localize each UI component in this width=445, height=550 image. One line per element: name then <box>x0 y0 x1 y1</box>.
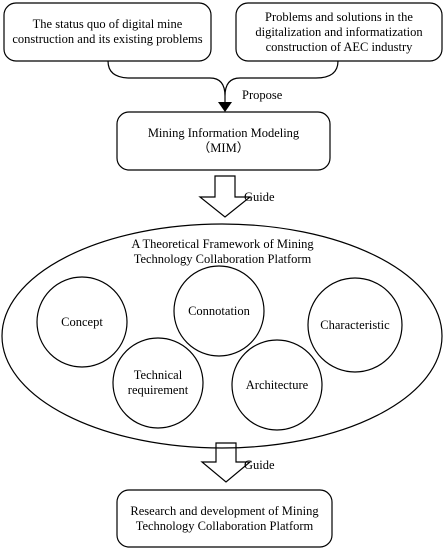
propose-arrowhead <box>218 102 232 112</box>
circle-technical-requirement <box>112 337 204 429</box>
top-left-box-text: The status quo of digital mine construct… <box>12 17 203 46</box>
connotation-label: Connotation <box>188 303 250 318</box>
guide-label-1: Guide <box>244 189 275 204</box>
bottom-box-text: Research and development of Mining Techn… <box>130 503 319 533</box>
concept-label: Concept <box>61 314 103 329</box>
characteristic-label: Characteristic <box>320 317 390 332</box>
guide-arrow-1 <box>198 175 252 218</box>
propose-label: Propose <box>242 87 283 102</box>
merge-connector <box>107 60 339 97</box>
framework-ellipse <box>1 223 443 449</box>
guide-arrow-2 <box>200 442 252 483</box>
mim-box-frame <box>116 111 331 171</box>
bottom-box-frame <box>116 489 333 548</box>
mim-box-text: Mining Information Modeling （MIM） <box>121 115 326 167</box>
mim-line-2: （MIM） <box>197 141 250 155</box>
top-right-box-text: Problems and solutions in the digitaliza… <box>255 9 423 54</box>
circle-connotation <box>173 265 265 357</box>
circle-architecture <box>231 339 323 431</box>
top-right-box-frame <box>235 2 443 62</box>
framework-title: A Theoretical Framework of Mining Techno… <box>131 237 314 266</box>
architecture-label: Architecture <box>245 377 309 392</box>
circle-characteristic <box>307 277 403 373</box>
mim-line-1: Mining Information Modeling <box>147 126 300 140</box>
circle-concept <box>36 276 128 368</box>
guide-label-2: Guide <box>244 457 275 472</box>
technical-requirement-label: Technical requirement <box>127 368 189 397</box>
